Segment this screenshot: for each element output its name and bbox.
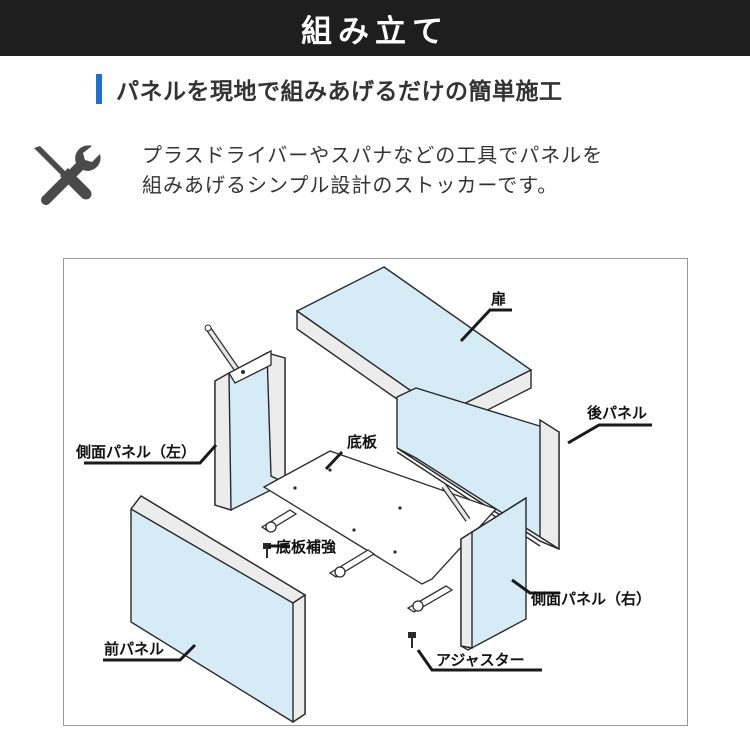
screwdriver-wrench-icon (34, 145, 101, 205)
label-door: 扉 (490, 290, 506, 308)
header-title-bar: 組み立て (0, 0, 750, 56)
label-front-panel: 前パネル (104, 640, 164, 658)
leader-side-left (84, 444, 218, 465)
label-back-panel: 後パネル (586, 404, 647, 422)
subheading: パネルを現地で組みあげるだけの簡単施工 (96, 73, 563, 105)
gas-strut-right (441, 484, 471, 522)
subheading-text: パネルを現地で組みあげるだけの簡単施工 (116, 79, 563, 105)
description-line-2: 組みあげるシンプル設計のストッカーです。 (142, 173, 559, 197)
label-bottom-reinforcement: 底板補強 (276, 538, 336, 556)
description-line-1: プラスドライバーやスパナなどの工具でパネルを (142, 143, 604, 167)
label-side-left: 側面パネル（左） (75, 443, 196, 461)
front-panel-part (129, 495, 307, 724)
adjuster-part (263, 543, 416, 648)
bottom-reinforcement-part (260, 509, 454, 613)
subheading-accent-bar (96, 74, 102, 104)
leader-back-panel (567, 423, 652, 445)
leader-bottom (324, 450, 344, 471)
label-bottom: 底板 (347, 433, 378, 451)
label-side-right: 側面パネル（右） (530, 590, 651, 608)
page-title: 組み立て (301, 13, 449, 50)
leader-side-right (511, 578, 560, 595)
label-adjuster: アジャスター (436, 651, 525, 669)
leader-front-panel (103, 643, 197, 662)
assembly-diagram-frame (63, 258, 688, 726)
side-panel-right-part (460, 496, 527, 651)
leader-adjuster (416, 649, 542, 672)
description: プラスドライバーやスパナなどの工具でパネルを 組みあげるシンプル設計のストッカー… (142, 140, 603, 200)
leader-door (459, 308, 512, 343)
